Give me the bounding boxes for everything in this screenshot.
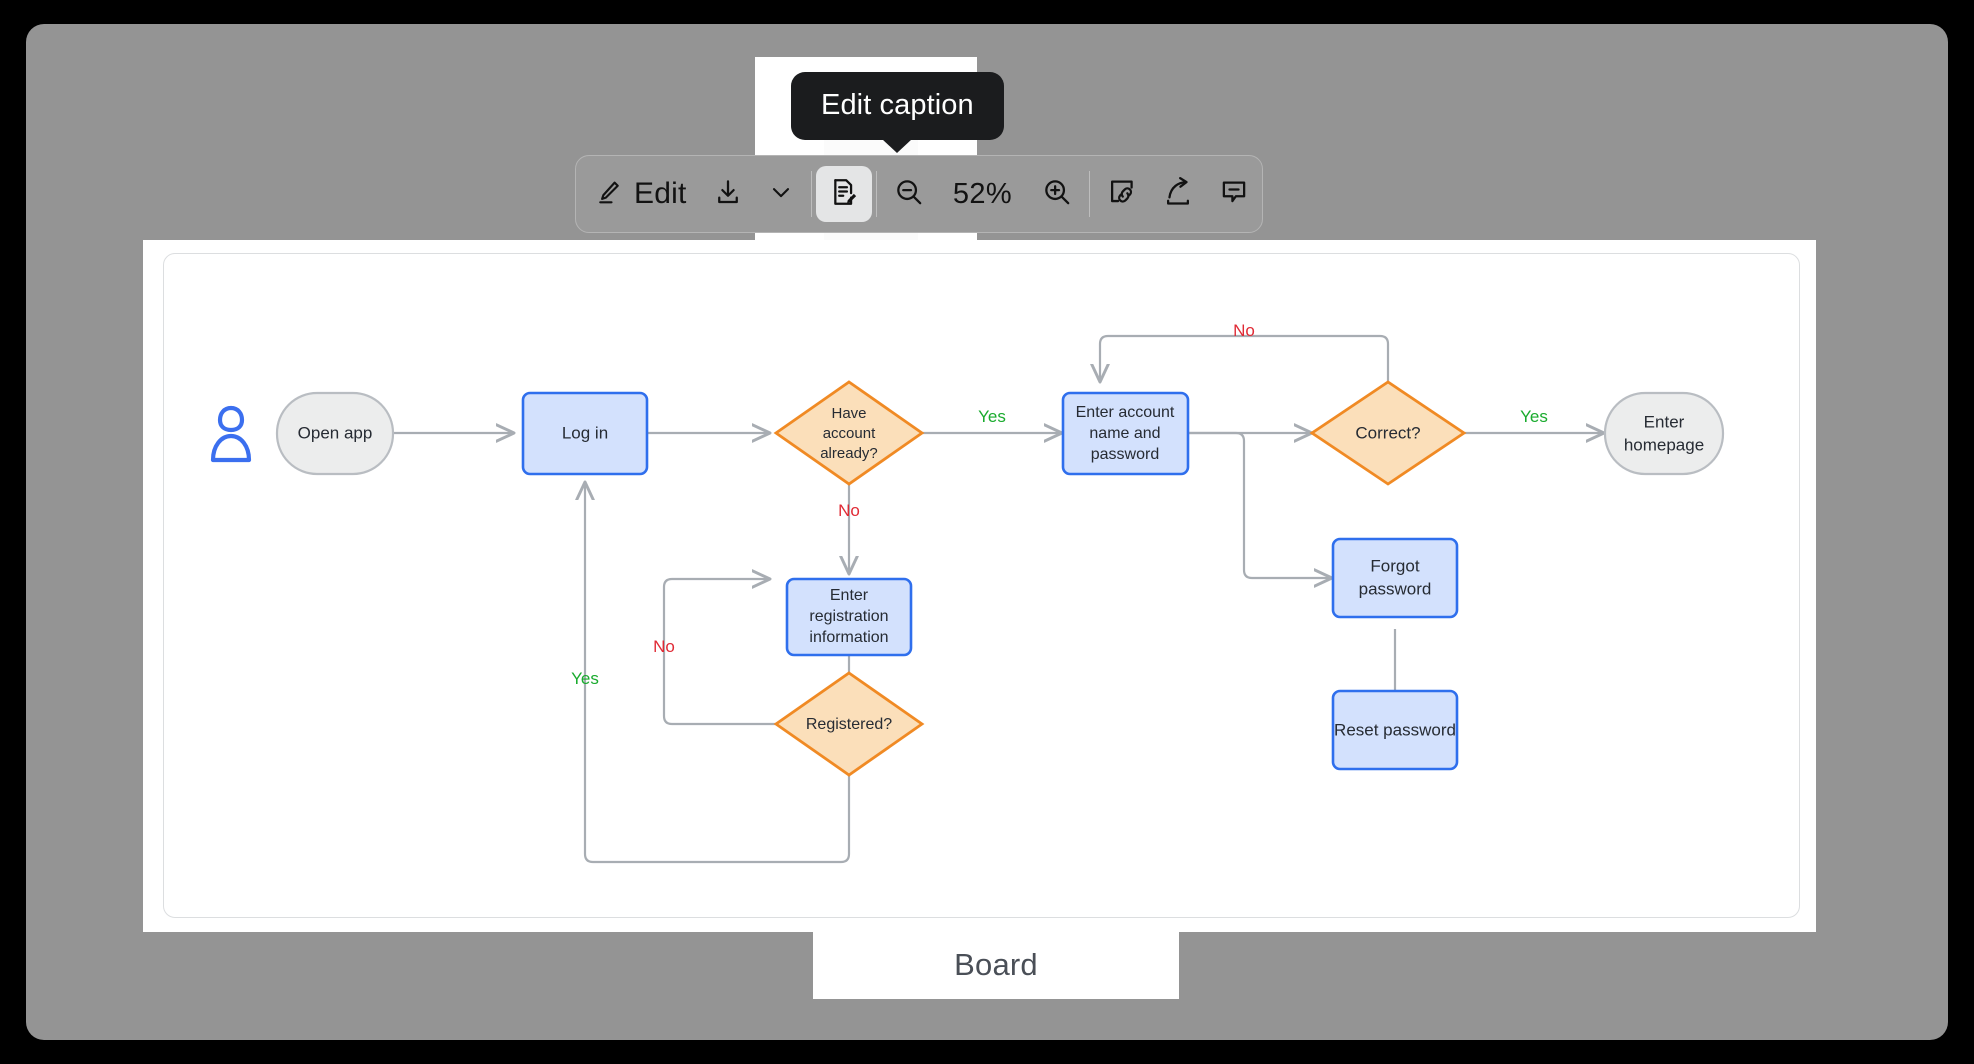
node-reset-password[interactable]: Reset password	[1331, 689, 1459, 771]
zoom-level[interactable]: 52%	[952, 177, 1013, 210]
node-enter-homepage[interactable]: Enter homepage	[1603, 391, 1725, 476]
node-enter-registration[interactable]: Enter registration information	[785, 577, 913, 657]
node-open-app[interactable]: Open app	[275, 391, 395, 476]
edge-label-correct-yes: Yes	[1520, 407, 1548, 426]
tooltip-arrow	[882, 138, 913, 153]
node-enter-registration-label-3: information	[809, 629, 888, 646]
zoom-out-icon	[893, 176, 925, 213]
toolbar-group-caption	[815, 156, 872, 232]
zoom-in-icon	[1041, 176, 1073, 213]
copy-link-icon	[1106, 176, 1138, 213]
comment-button[interactable]	[1206, 166, 1262, 222]
edge-label-registered-no: No	[653, 637, 675, 656]
edge-enter-creds-to-forgot-password	[1188, 431, 1332, 578]
tooltip-edit-caption: Edit caption	[791, 72, 1004, 153]
edge-correct-yes-to-homepage: Yes	[1464, 407, 1604, 433]
download-options-button[interactable]	[755, 166, 807, 222]
share-icon	[1162, 176, 1194, 213]
node-have-account[interactable]: Have account already?	[773, 380, 925, 486]
viewer-toolbar: Edit	[575, 155, 1263, 233]
share-button[interactable]	[1150, 166, 1206, 222]
node-forgot-password-label-1: Forgot	[1370, 556, 1419, 575]
edit-button-label: Edit	[634, 177, 687, 210]
edge-label-have-account-no: No	[838, 501, 860, 520]
toolbar-group-actions	[1094, 156, 1262, 232]
zoom-in-button[interactable]	[1029, 166, 1085, 222]
node-enter-credentials-label-2: name and	[1089, 425, 1160, 442]
edge-registered-no-to-enter-reg: No	[653, 579, 777, 726]
toolbar-divider-2	[875, 171, 877, 217]
node-correct-label: Correct?	[1355, 423, 1420, 442]
toolbar-group-zoom: 52%	[881, 156, 1085, 232]
actor-icon	[210, 405, 252, 463]
node-enter-registration-label-2: registration	[809, 608, 888, 625]
node-have-account-label-2: account	[823, 425, 876, 442]
node-enter-homepage-label-2: homepage	[1624, 435, 1704, 454]
board-caption-text: Board	[954, 947, 1038, 982]
comment-icon	[1218, 176, 1250, 213]
toolbar-divider-3	[1088, 171, 1090, 217]
node-registered[interactable]: Registered?	[773, 671, 925, 777]
edge-label-correct-no: No	[1233, 321, 1255, 340]
toolbar-group-left: Edit	[576, 156, 807, 232]
toolbar-divider-1	[810, 171, 812, 217]
board-canvas[interactable]: Yes No Yes No	[163, 253, 1800, 918]
node-reset-password-label: Reset password	[1334, 720, 1456, 739]
copy-link-button[interactable]	[1094, 166, 1150, 222]
node-log-in[interactable]: Log in	[521, 391, 649, 476]
node-forgot-password-label-2: password	[1359, 579, 1432, 598]
pencil-icon	[594, 177, 624, 212]
edge-have-account-no-to-enter-reg: No	[838, 482, 860, 574]
node-enter-credentials-label-1: Enter account	[1076, 404, 1175, 421]
tooltip-label: Edit caption	[821, 89, 974, 121]
node-have-account-label-1: Have	[831, 405, 866, 422]
edge-label-registered-yes: Yes	[571, 669, 599, 688]
edit-caption-button[interactable]	[815, 166, 872, 222]
node-enter-credentials-label-3: password	[1091, 446, 1159, 463]
node-open-app-label: Open app	[298, 423, 373, 442]
edit-button[interactable]: Edit	[576, 166, 701, 222]
node-enter-credentials[interactable]: Enter account name and password	[1061, 391, 1190, 476]
download-button[interactable]	[701, 166, 755, 222]
edge-have-account-yes-to-enter-creds: Yes	[922, 407, 1062, 433]
node-enter-registration-label-1: Enter	[830, 587, 869, 604]
node-forgot-password[interactable]: Forgot password	[1331, 537, 1459, 619]
node-correct[interactable]: Correct?	[1309, 380, 1467, 486]
board-caption-bar[interactable]: Board	[813, 931, 1179, 999]
chevron-down-icon	[767, 178, 795, 211]
edge-label-have-account-yes: Yes	[978, 407, 1006, 426]
document-edit-icon	[828, 176, 860, 213]
node-registered-label: Registered?	[806, 716, 892, 733]
node-have-account-label-3: already?	[820, 445, 878, 462]
node-enter-homepage-label-1: Enter	[1644, 412, 1685, 431]
flowchart-svg: Yes No Yes No	[210, 321, 1725, 864]
zoom-out-button[interactable]	[881, 166, 937, 222]
download-icon	[713, 177, 743, 212]
edge-correct-no-to-enter-creds: No	[1100, 321, 1390, 383]
node-log-in-label: Log in	[562, 423, 608, 442]
edge-registered-yes-to-log-in: Yes	[571, 482, 851, 864]
